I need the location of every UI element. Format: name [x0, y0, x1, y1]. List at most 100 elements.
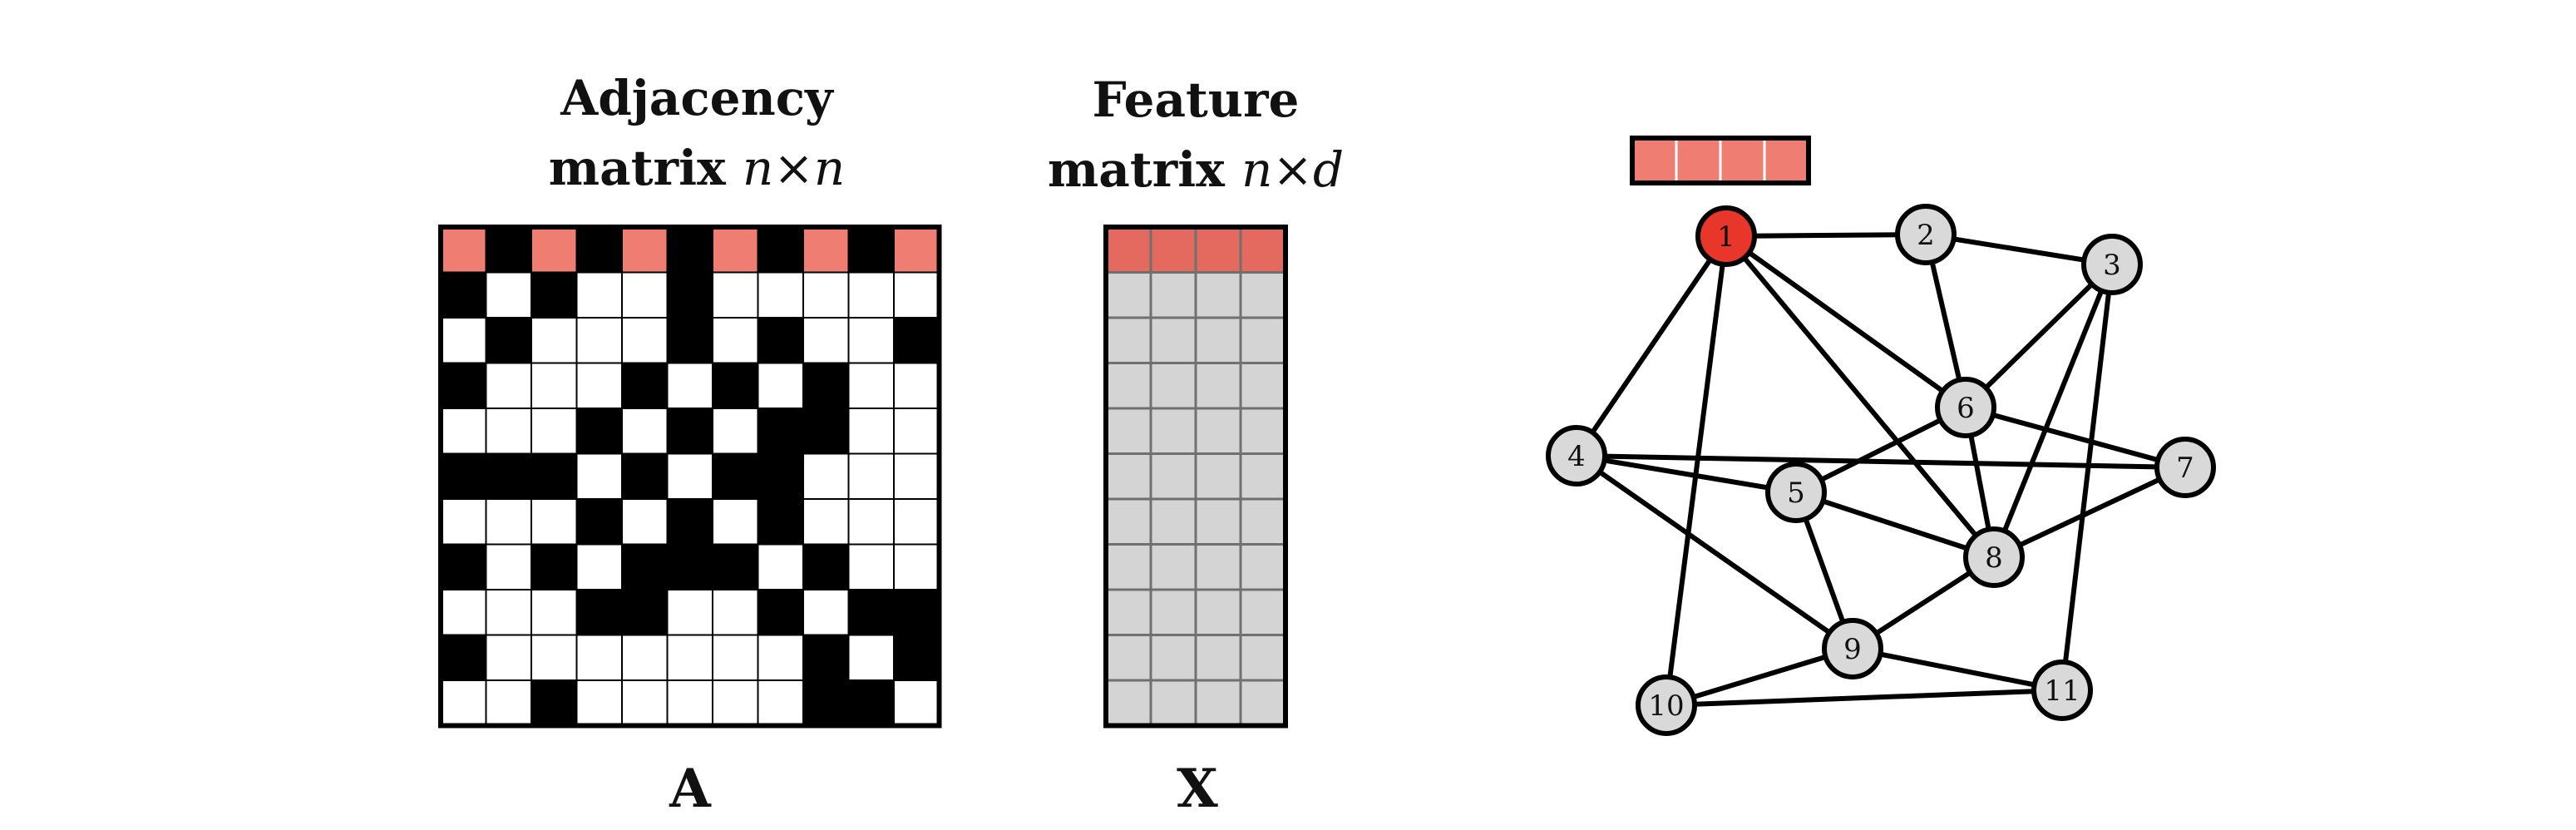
feature-cell [1194, 634, 1242, 682]
adjacency-cell [485, 452, 532, 500]
feature-cell [1194, 316, 1242, 364]
node-circle [1822, 618, 1883, 679]
adjacency-cell [440, 362, 487, 409]
adjacency-cell [893, 317, 940, 364]
adjacency-cell [530, 634, 578, 681]
adjacency-cell [666, 543, 713, 590]
adjacency-cell [757, 362, 804, 409]
feature-vector-cell [1631, 136, 1678, 185]
edge-10-11 [1666, 688, 2063, 708]
feature-cell-highlighted [1149, 225, 1197, 274]
feature-cell [1149, 634, 1197, 682]
adjacency-cell [666, 679, 713, 727]
feature-title-math: n×d [1241, 141, 1344, 198]
adjacency-cell [757, 271, 804, 319]
node-label: 6 [1957, 392, 1975, 425]
adjacency-cell [485, 317, 532, 364]
adjacency-cell [847, 452, 895, 500]
feature-label: X [1177, 758, 1218, 820]
node-circle [1636, 674, 1697, 736]
node-feature-vector [1630, 136, 1811, 185]
adjacency-cell [802, 589, 850, 636]
adjacency-cell [666, 317, 713, 364]
node-circle [1765, 462, 1827, 523]
edge-5-6 [1794, 405, 1967, 495]
adjacency-cell [666, 362, 713, 409]
adjacency-cell [666, 498, 713, 546]
adjacency-cell [621, 543, 669, 590]
feature-cell [1239, 497, 1287, 546]
node-label: 2 [1917, 219, 1935, 252]
adjacency-cell [530, 589, 578, 636]
adjacency-cell [575, 362, 623, 409]
adjacency-cell [893, 543, 940, 590]
node-1: 1 [1695, 205, 1757, 267]
edge-2-3 [1925, 232, 2113, 267]
adjacency-cell [485, 271, 532, 319]
feature-cell [1194, 679, 1242, 727]
feature-cell-highlighted [1104, 225, 1152, 274]
adjacency-cell [621, 452, 669, 500]
adjacency-cell [575, 589, 623, 636]
node-9: 9 [1822, 618, 1883, 679]
feature-cell [1239, 452, 1287, 501]
edge-3-11 [2060, 264, 2115, 691]
edge-1-10 [1664, 235, 1729, 706]
adjacency-cell [757, 408, 804, 455]
adjacency-cell [666, 271, 713, 319]
adjacency-cell [485, 634, 532, 681]
adjacency-cell [440, 271, 487, 319]
adjacency-cell [893, 679, 940, 727]
node-label: 10 [1648, 689, 1684, 723]
feature-cell [1239, 634, 1287, 682]
adjacency-title-math: n×n [743, 140, 845, 196]
node-label: 9 [1843, 633, 1862, 666]
adjacency-cell [485, 226, 532, 274]
adjacency-cell [485, 589, 532, 636]
feature-cell [1194, 407, 1242, 455]
adjacency-cell [621, 362, 669, 409]
node-circle [1695, 205, 1757, 267]
adjacency-cell [530, 498, 578, 546]
node-label: 11 [2044, 674, 2080, 708]
adjacency-cell [621, 679, 669, 727]
adjacency-cell [666, 226, 713, 274]
adjacency-cell [530, 452, 578, 500]
node-circle [2081, 234, 2143, 295]
adjacency-cell [893, 226, 940, 274]
feature-cell [1239, 543, 1287, 591]
node-8: 8 [1963, 526, 2025, 588]
adjacency-cell [666, 589, 713, 636]
adjacency-cell [757, 543, 804, 590]
node-circle [2031, 660, 2093, 721]
adjacency-cell [802, 271, 850, 319]
adjacency-cell [530, 679, 578, 727]
adjacency-cell [440, 498, 487, 546]
adjacency-cell [802, 226, 850, 274]
node-10: 10 [1636, 674, 1697, 736]
feature-cell [1104, 588, 1152, 636]
adjacency-cell [621, 498, 669, 546]
adjacency-cell [440, 408, 487, 455]
adjacency-cell [847, 589, 895, 636]
adjacency-cell [575, 317, 623, 364]
feature-cell [1149, 588, 1197, 636]
feature-cell [1194, 362, 1242, 410]
adjacency-cell [530, 408, 578, 455]
adjacency-cell [847, 362, 895, 409]
feature-cell [1104, 362, 1152, 410]
adjacency-matrix [438, 225, 942, 729]
adjacency-cell [893, 634, 940, 681]
node-3: 3 [2081, 234, 2143, 295]
adjacency-cell [847, 543, 895, 590]
adjacency-cell [575, 271, 623, 319]
adjacency-cell [847, 317, 895, 364]
adjacency-cell [847, 634, 895, 681]
adjacency-cell [485, 679, 532, 727]
node-7: 7 [2154, 437, 2216, 498]
adjacency-cell [621, 226, 669, 274]
adjacency-cell [575, 452, 623, 500]
feature-cell [1104, 452, 1152, 501]
feature-cell [1239, 407, 1287, 455]
edge-4-9 [1575, 453, 1854, 651]
